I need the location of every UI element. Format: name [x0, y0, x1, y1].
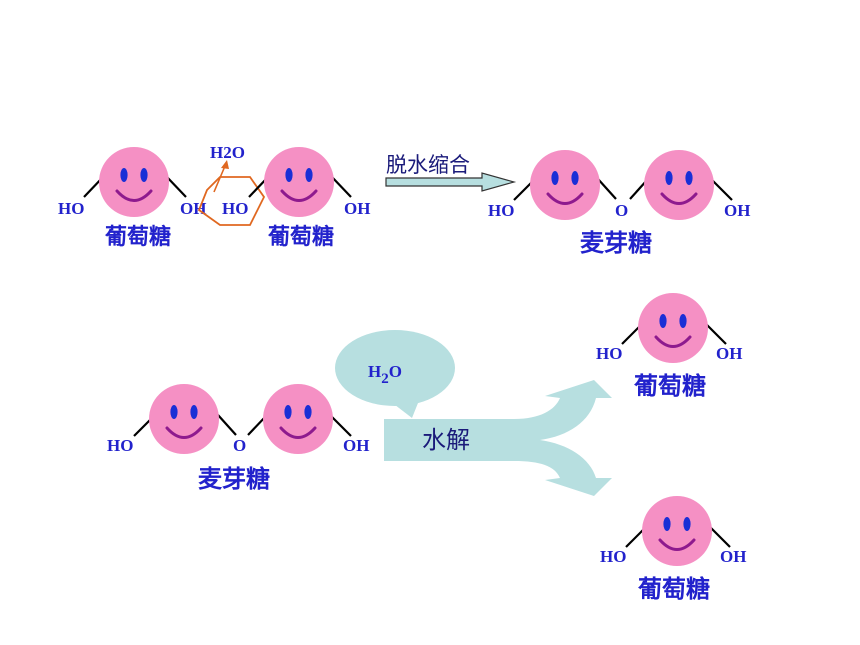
hydroxyl-left-label: HO	[488, 201, 514, 220]
smiley-face-icon	[263, 384, 333, 454]
water-release-arrow-icon	[213, 160, 229, 193]
water-removal-hexagon	[197, 176, 266, 226]
dehydration-process-label: 脱水缩合	[386, 153, 470, 177]
glucose-name-label: 葡萄糖	[104, 224, 171, 250]
water-speech-bubble: H2O	[335, 330, 455, 418]
smiley-face-icon	[530, 150, 600, 220]
glycosidic-oxygen-label: O	[233, 436, 246, 455]
hydroxyl-right-label: OH	[724, 201, 750, 220]
glucose-name-label: 葡萄糖	[637, 575, 710, 603]
svg-text:H2O: H2O	[368, 362, 402, 387]
glucose-product-top: HO OH 葡萄糖	[596, 293, 742, 400]
glucose-name-label: 葡萄糖	[267, 224, 334, 250]
maltose-name-label: 麦芽糖	[198, 465, 270, 493]
glucose-name-label: 葡萄糖	[633, 372, 706, 400]
dehydration-arrow-icon	[385, 172, 517, 192]
glucose-molecule-top-right: HO OH 葡萄糖	[222, 147, 370, 250]
hydroxyl-left-label: HO	[222, 199, 248, 218]
hydroxyl-left-label: HO	[58, 199, 84, 218]
hydroxyl-left-label: HO	[600, 547, 626, 566]
hydroxyl-right-label: OH	[720, 547, 746, 566]
water-o-label: O	[389, 362, 402, 381]
hydroxyl-right-label: OH	[716, 344, 742, 363]
smiley-face-icon	[642, 496, 712, 566]
hydroxyl-left-label: HO	[596, 344, 622, 363]
hydrolysis-process-label: 水解	[422, 426, 470, 454]
water-h-label: H	[368, 362, 381, 381]
smiley-face-icon	[149, 384, 219, 454]
maltose-name-label: 麦芽糖	[580, 229, 652, 257]
hydroxyl-right-label: OH	[343, 436, 369, 455]
smiley-face-icon	[99, 147, 169, 217]
hydroxyl-left-label: HO	[107, 436, 133, 455]
water-subscript-label: 2	[381, 371, 389, 387]
maltose-molecule-bottom: HO O OH 麦芽糖	[107, 384, 369, 493]
glucose-product-bottom: HO OH 葡萄糖	[600, 496, 746, 603]
glycosidic-oxygen-label: O	[615, 201, 628, 220]
hydroxyl-right-label: OH	[344, 199, 370, 218]
maltose-molecule-top: HO O OH 麦芽糖	[488, 150, 750, 257]
glucose-molecule-top-left: HO OH 葡萄糖	[58, 147, 206, 250]
smiley-face-icon	[644, 150, 714, 220]
hydroxyl-right-label: OH	[180, 199, 206, 218]
hydrolysis-split-arrow-icon	[384, 380, 612, 496]
smiley-face-icon	[638, 293, 708, 363]
water-released-label: H2O	[210, 143, 245, 162]
smiley-face-icon	[264, 147, 334, 217]
